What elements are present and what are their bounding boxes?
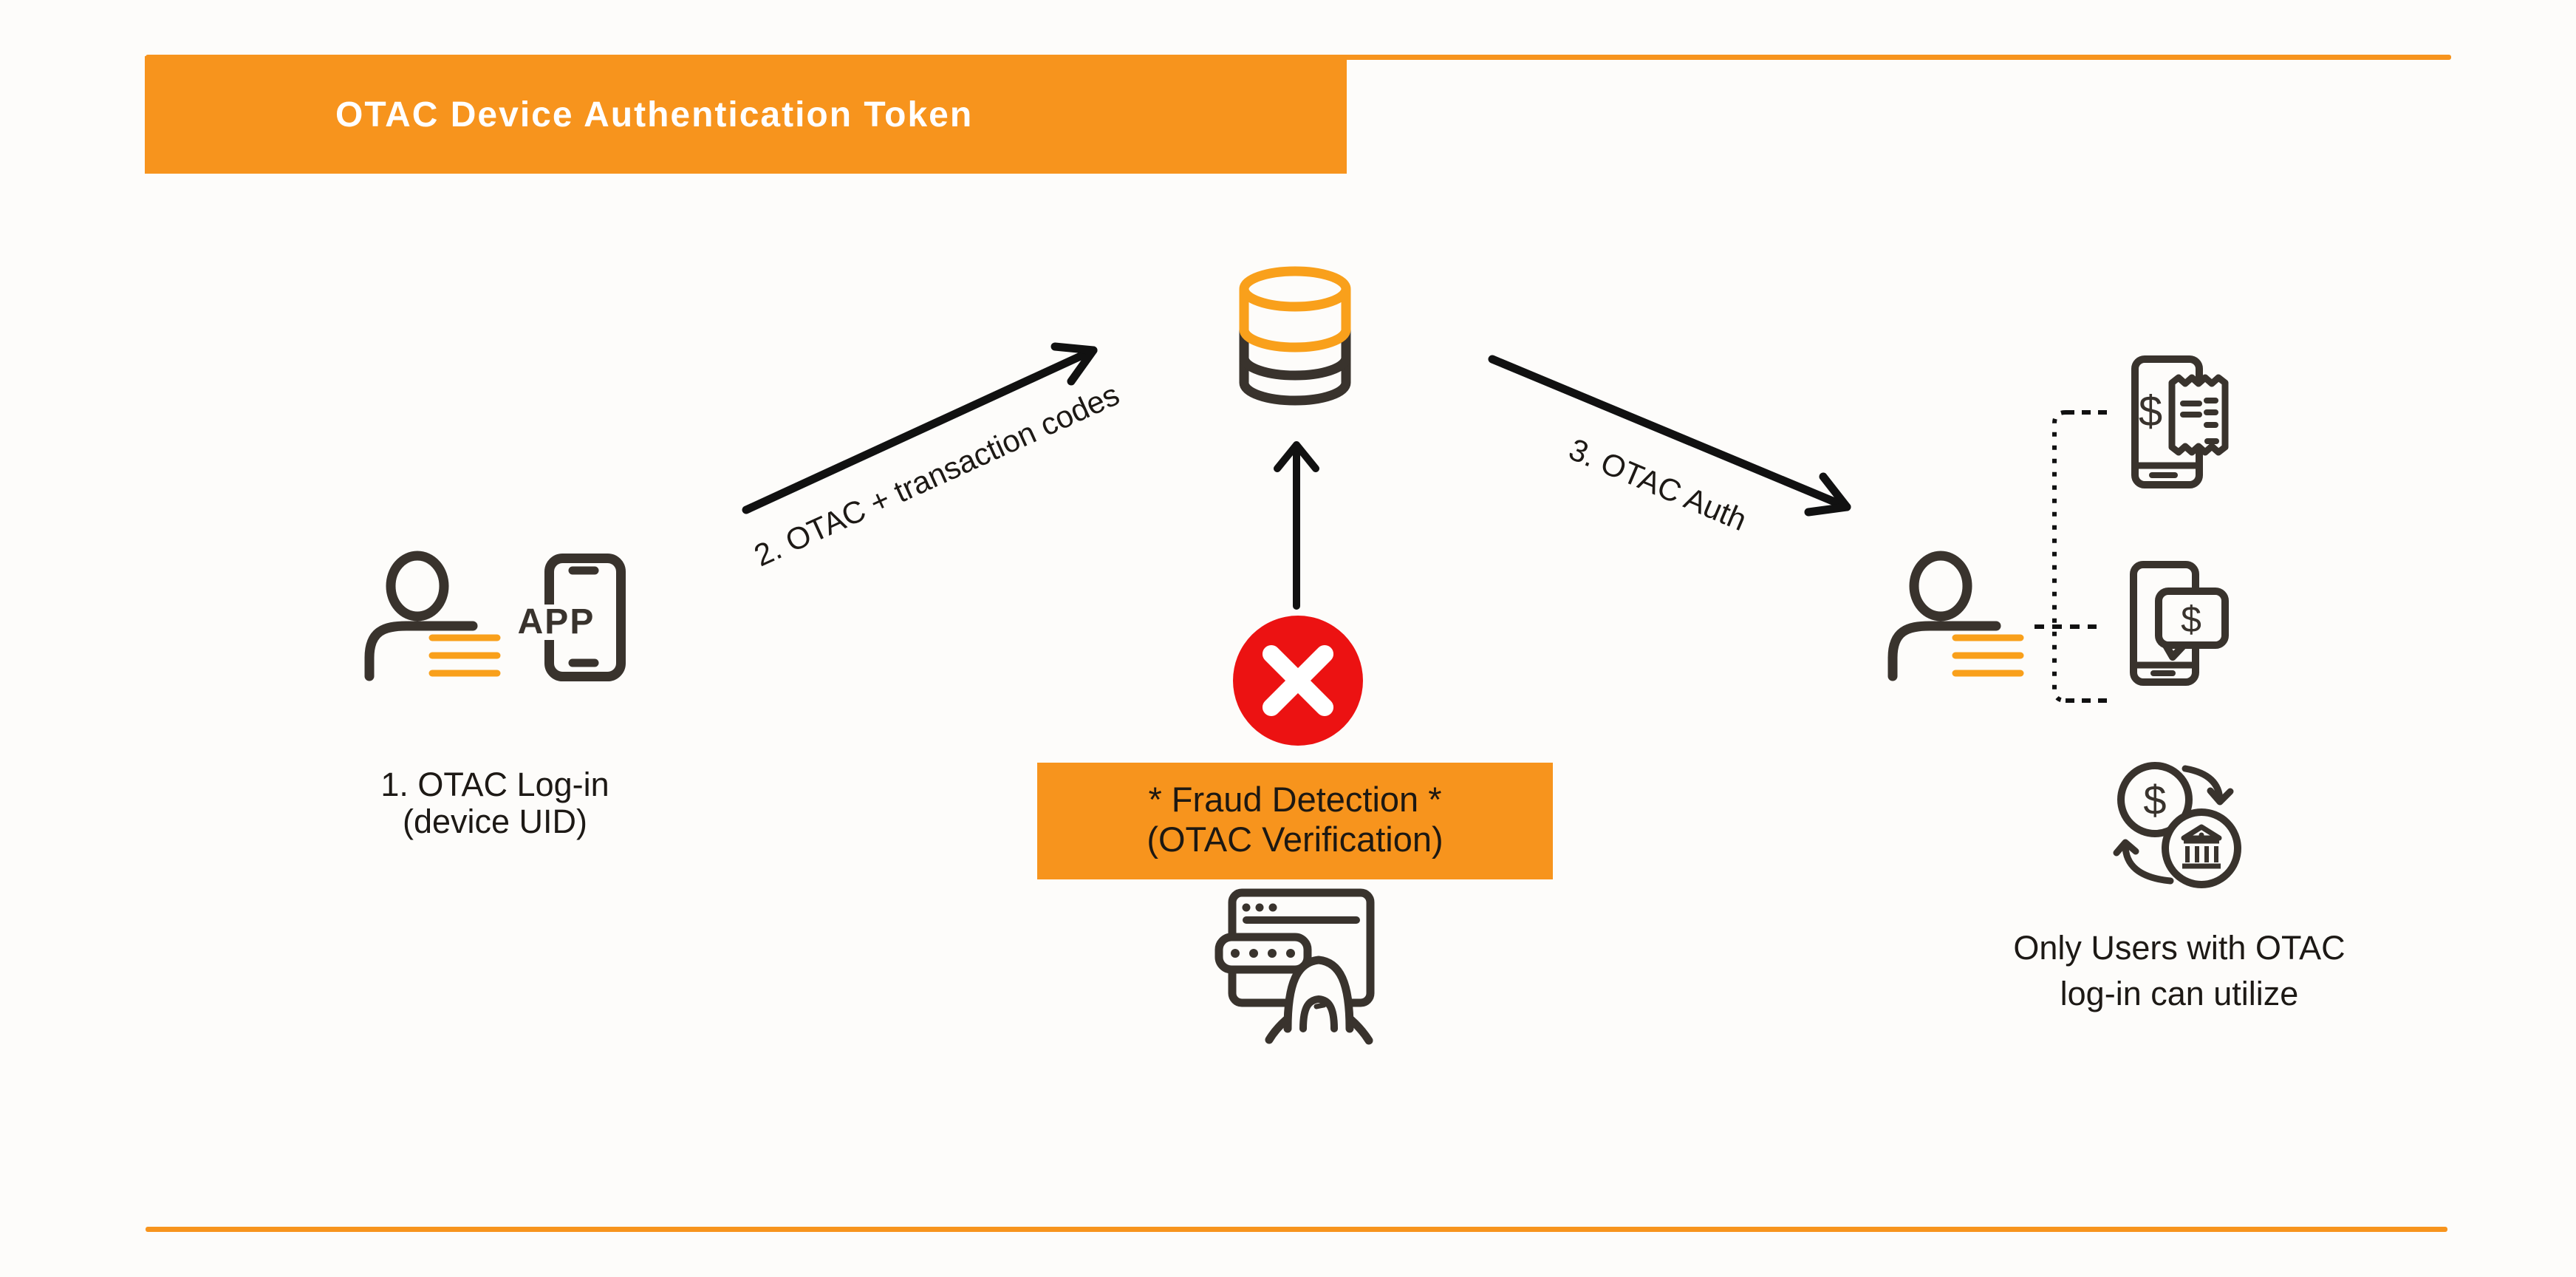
phone-bill-icon: $: [2131, 355, 2229, 488]
user-stripes-icon: [1952, 634, 2024, 677]
phone-message-icon: $: [2130, 561, 2229, 686]
user-icon-left: [364, 551, 501, 681]
user-icon-right: [1887, 551, 2024, 681]
right-caption-line1: Only Users with OTAC: [2013, 929, 2346, 967]
password-dots: [1231, 949, 1295, 958]
user-shoulders: [1887, 621, 2001, 681]
arrow-step3: [1488, 355, 1851, 517]
user-stripes-icon: [428, 634, 501, 677]
hacker-icon: [1214, 888, 1375, 1045]
fraud-line2: (OTAC Verification): [1147, 820, 1444, 859]
database-icon: [1239, 266, 1351, 406]
browser-dots: [1242, 903, 1277, 912]
fraud-detection-box: * Fraud Detection * (OTAC Verification): [1037, 763, 1553, 879]
page-title: OTAC Device Authentication Token: [335, 95, 974, 134]
dotted-connector: [2035, 410, 2107, 703]
money-transfer-icon: $: [2113, 762, 2241, 888]
dollar-glyph: $: [2139, 387, 2162, 435]
dollar-glyph: $: [2143, 777, 2166, 823]
user-shoulders: [364, 621, 478, 681]
password-field-icon: [1214, 933, 1312, 974]
bank-building-icon: [2181, 824, 2222, 869]
message-bubble-icon: [2155, 588, 2229, 649]
fraud-line1: * Fraud Detection *: [1148, 780, 1442, 819]
left-caption: 1. OTAC Log-in (device UID): [340, 766, 650, 840]
arrow-step2: [742, 342, 1098, 514]
bank-circle-icon: [2162, 808, 2241, 888]
user-head: [386, 551, 449, 622]
left-caption-line2: (device UID): [402, 803, 588, 840]
user-head: [1909, 551, 1972, 622]
app-label: APP: [508, 605, 604, 640]
bottom-accent-line: [146, 1227, 2447, 1232]
up-arrow: [1274, 441, 1319, 610]
block-x-icon: [1233, 616, 1363, 746]
title-banner: OTAC Device Authentication Token: [145, 56, 1347, 174]
dollar-glyph: $: [2181, 599, 2201, 640]
right-caption-line2: log-in can utilize: [2060, 975, 2299, 1012]
left-caption-line1: 1. OTAC Log-in: [380, 766, 609, 803]
right-caption: Only Users with OTAC log-in can utilize: [2009, 925, 2349, 1017]
